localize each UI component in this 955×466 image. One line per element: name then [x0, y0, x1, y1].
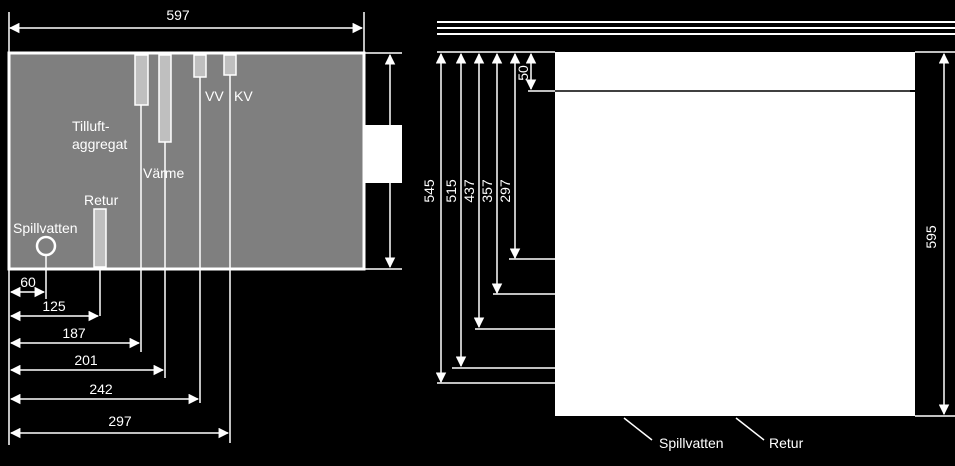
- vdim-297-label: 297: [497, 179, 513, 203]
- label-tilluft-1: Tilluft-: [72, 118, 110, 134]
- side-stub: [364, 125, 402, 183]
- offset-297-label: 297: [108, 413, 132, 429]
- label-kv: KV: [234, 88, 253, 104]
- cabinet-body: [7, 51, 366, 271]
- offset-242-label: 242: [89, 381, 113, 397]
- vdim-545-label: 545: [421, 179, 437, 203]
- offset-60-label: 60: [20, 274, 36, 290]
- label-vv: VV: [205, 88, 224, 104]
- pipe-tilluft: [134, 54, 149, 106]
- bottom-label-spillvatten: Spillvatten: [659, 435, 724, 451]
- pipe-varme: [158, 54, 172, 143]
- vdim-50-label: 50: [515, 65, 531, 81]
- pipe-kv: [223, 54, 237, 76]
- label-varme: Värme: [143, 165, 184, 181]
- pipe-retur: [93, 208, 107, 268]
- leader-bottom-retur: [735, 417, 765, 441]
- pipe-vv: [193, 54, 207, 78]
- label-retur: Retur: [84, 192, 119, 208]
- vdim-595-label: 595: [923, 225, 939, 249]
- offset-187-label: 187: [62, 325, 86, 341]
- side-view: 545 515 437 357 297 50 595 Spillvatten R…: [421, 21, 955, 451]
- bottom-label-retur: Retur: [769, 435, 804, 451]
- vdim-515-label: 515: [443, 179, 459, 203]
- offset-125-label: 125: [42, 298, 66, 314]
- vdim-437-label: 437: [461, 179, 477, 203]
- label-spillvatten: Spillvatten: [13, 220, 78, 236]
- offset-201-label: 201: [74, 352, 98, 368]
- cabinet-side-panel: [555, 52, 915, 416]
- leader-bottom-spillvatten: [623, 417, 653, 441]
- vdim-357-label: 357: [479, 179, 495, 203]
- label-tilluft-2: aggregat: [72, 136, 127, 152]
- width-dim-label: 597: [166, 7, 190, 23]
- top-view: 597 Tilluft- aggregat Värme VV KV Retur …: [7, 7, 402, 445]
